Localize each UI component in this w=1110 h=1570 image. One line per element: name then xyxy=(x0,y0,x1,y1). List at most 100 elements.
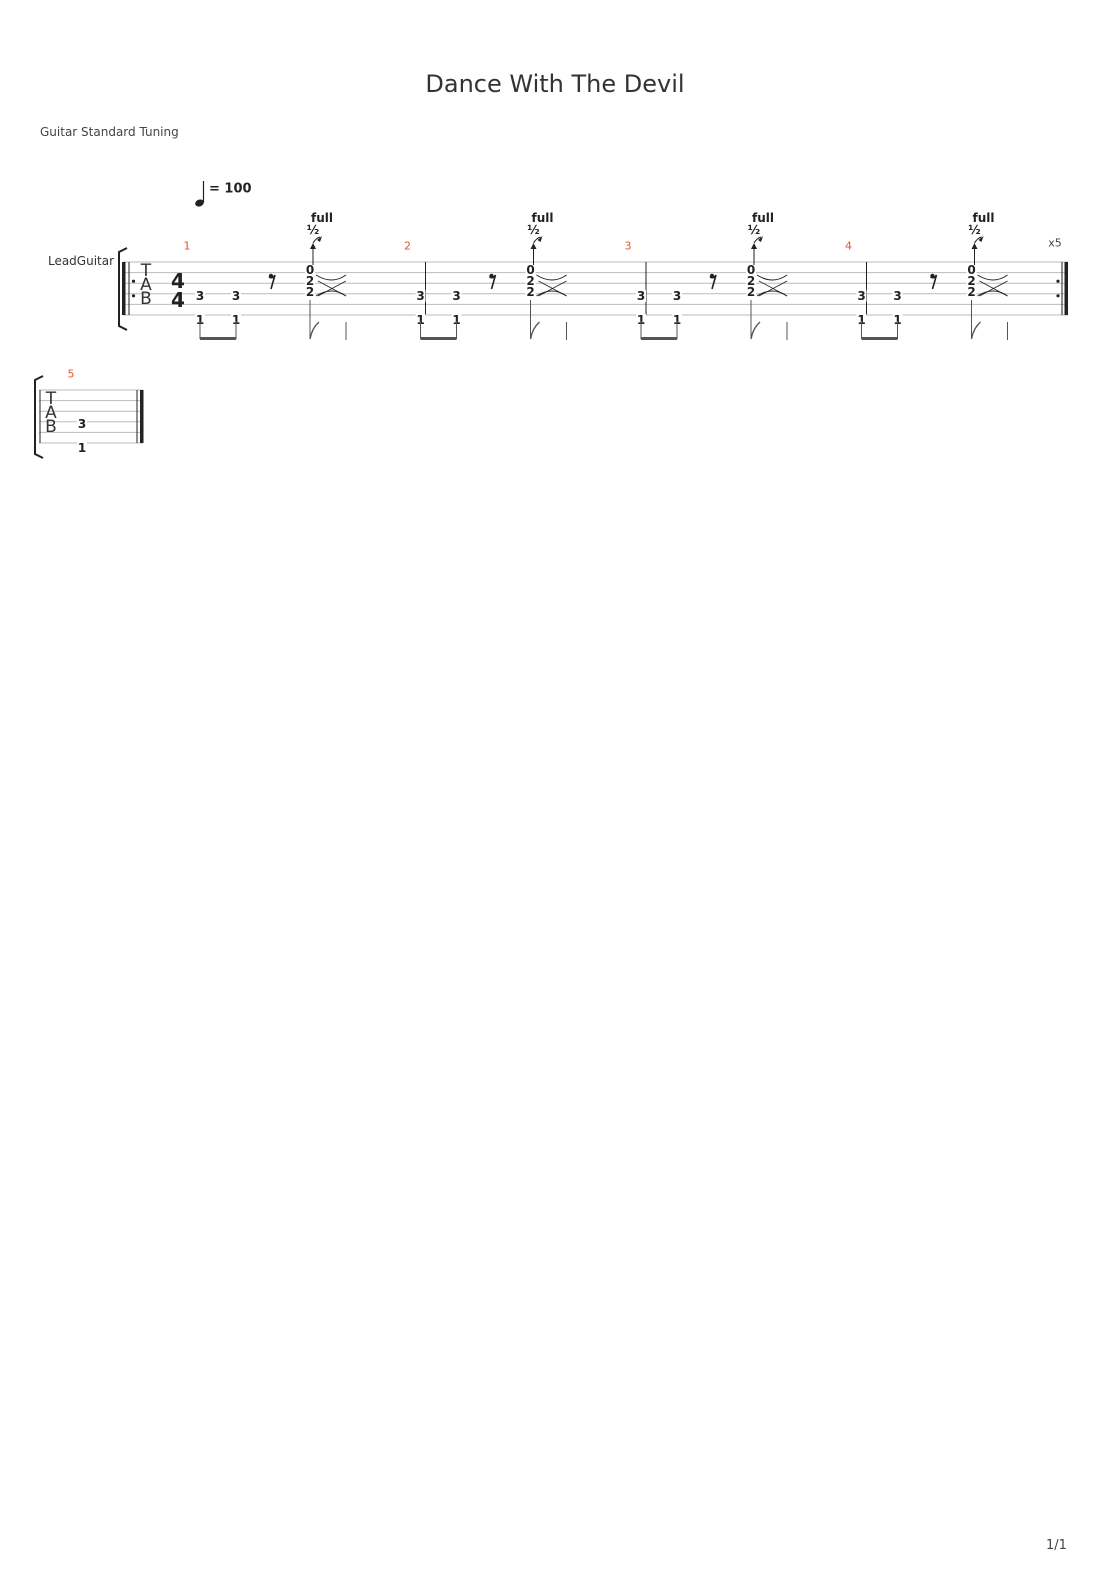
bend-release-label: ½ xyxy=(527,223,539,237)
chord-fret-number-bg xyxy=(966,275,977,287)
fret-number: 1 xyxy=(416,313,424,327)
bend-release-curve xyxy=(753,236,762,244)
fret-number: 3 xyxy=(196,289,204,303)
fret-number: 1 xyxy=(452,313,460,327)
bend-curve xyxy=(756,274,788,281)
bend-release-head xyxy=(978,236,984,242)
chord-fret-number-bg xyxy=(746,275,756,287)
fret-number: 3 xyxy=(78,417,86,431)
measure-number: 5 xyxy=(68,368,75,381)
fret-number-bg xyxy=(451,314,462,326)
eighth-beam xyxy=(200,337,236,340)
song-title: Dance With The Devil xyxy=(425,70,685,98)
bend-amount-label: full xyxy=(752,211,774,225)
eighth-rest-tail xyxy=(489,274,497,290)
fret-number-bg xyxy=(231,289,241,302)
bend-x-line xyxy=(979,280,1008,297)
chord-fret-number-bg xyxy=(525,286,536,298)
bend-x-line xyxy=(758,280,788,297)
eighth-rest-tail xyxy=(930,274,938,290)
fret-number: 1 xyxy=(857,313,865,327)
eighth-flag xyxy=(309,321,320,340)
chord-fret-number: 2 xyxy=(526,285,534,299)
tab-clef-letter: A xyxy=(45,403,57,423)
chord-fret-number: 0 xyxy=(526,263,534,277)
repeat-start-thick-bar xyxy=(122,262,126,315)
chord-fret-number: 2 xyxy=(747,285,755,299)
eighth-flag xyxy=(970,321,981,340)
chord-fret-number-bg xyxy=(305,275,315,287)
fret-number-bg xyxy=(231,314,241,326)
fret-number-bg xyxy=(672,314,682,326)
bend-release-curve xyxy=(312,236,321,244)
bend-release-head xyxy=(317,236,322,242)
bend-release-head xyxy=(537,236,543,242)
chord-fret-number: 0 xyxy=(306,263,314,277)
eighth-flag xyxy=(750,321,761,340)
bend-amount-label: full xyxy=(311,211,333,225)
chord-fret-number: 0 xyxy=(747,263,755,277)
chord-fret-number-bg xyxy=(305,264,315,276)
bend-curve xyxy=(315,274,347,281)
fret-number-bg xyxy=(195,314,205,326)
chord-fret-number: 2 xyxy=(747,274,755,288)
tab-clef-letter: B xyxy=(140,289,152,309)
repeat-count-label: x5 xyxy=(1048,237,1062,250)
fret-number-bg xyxy=(636,314,646,326)
fret-number: 1 xyxy=(196,313,204,327)
measure-number: 4 xyxy=(845,240,852,253)
repeat-dot xyxy=(131,294,136,298)
bend-release-label: ½ xyxy=(307,223,319,237)
chord-fret-number-bg xyxy=(746,264,756,276)
eighth-beam xyxy=(861,337,898,340)
chord-fret-number-bg xyxy=(525,264,536,276)
fret-number-bg xyxy=(195,289,205,302)
bend-x-line xyxy=(317,280,347,297)
fret-number-bg xyxy=(636,289,646,302)
bend-arrow-head xyxy=(530,243,537,249)
time-signature-top: 4 xyxy=(171,269,185,293)
tempo-quarter-note-head xyxy=(195,199,204,207)
chord-fret-number-bg xyxy=(746,286,756,298)
tab-clef-letter: T xyxy=(45,389,57,409)
eighth-rest-tail xyxy=(709,274,717,290)
fret-number-bg xyxy=(415,314,426,326)
chord-fret-number: 0 xyxy=(967,263,975,277)
eighth-rest-tail xyxy=(268,274,276,290)
fret-number-bg xyxy=(77,417,87,430)
fret-number-bg xyxy=(892,289,903,302)
repeat-dot xyxy=(1056,279,1060,283)
bend-arrow-head xyxy=(971,243,978,249)
fret-number-bg xyxy=(856,314,867,326)
eighth-beam xyxy=(420,337,457,340)
system-bracket xyxy=(118,247,128,331)
fret-number: 3 xyxy=(893,289,901,303)
chord-fret-number-bg xyxy=(305,286,315,298)
bend-amount-label: full xyxy=(532,211,554,225)
fret-number-bg xyxy=(77,442,87,454)
track-name-label: LeadGuitar xyxy=(48,254,114,268)
tuning-label: Guitar Standard Tuning xyxy=(40,125,179,139)
fret-number-bg xyxy=(892,314,903,326)
tempo-label: = 100 xyxy=(209,182,252,197)
system-bracket xyxy=(34,375,44,459)
fret-number: 3 xyxy=(416,289,424,303)
fret-number-bg xyxy=(672,289,682,302)
repeat-dot xyxy=(1056,294,1060,298)
bend-release-label: ½ xyxy=(968,223,980,237)
bend-release-curve xyxy=(533,236,541,244)
chord-fret-number: 2 xyxy=(967,285,975,299)
bend-curve xyxy=(977,274,1008,281)
fret-number-bg xyxy=(415,289,426,302)
fret-number: 1 xyxy=(893,313,901,327)
chord-fret-number: 2 xyxy=(967,274,975,288)
measure-number: 3 xyxy=(625,240,632,253)
tab-clef-letter: A xyxy=(140,275,152,295)
chord-fret-number: 2 xyxy=(306,274,314,288)
fret-number: 3 xyxy=(673,289,681,303)
bend-arrow-head xyxy=(310,243,316,249)
tab-clef-letter: B xyxy=(45,417,57,437)
chord-fret-number-bg xyxy=(966,286,977,298)
chord-fret-number: 2 xyxy=(306,285,314,299)
